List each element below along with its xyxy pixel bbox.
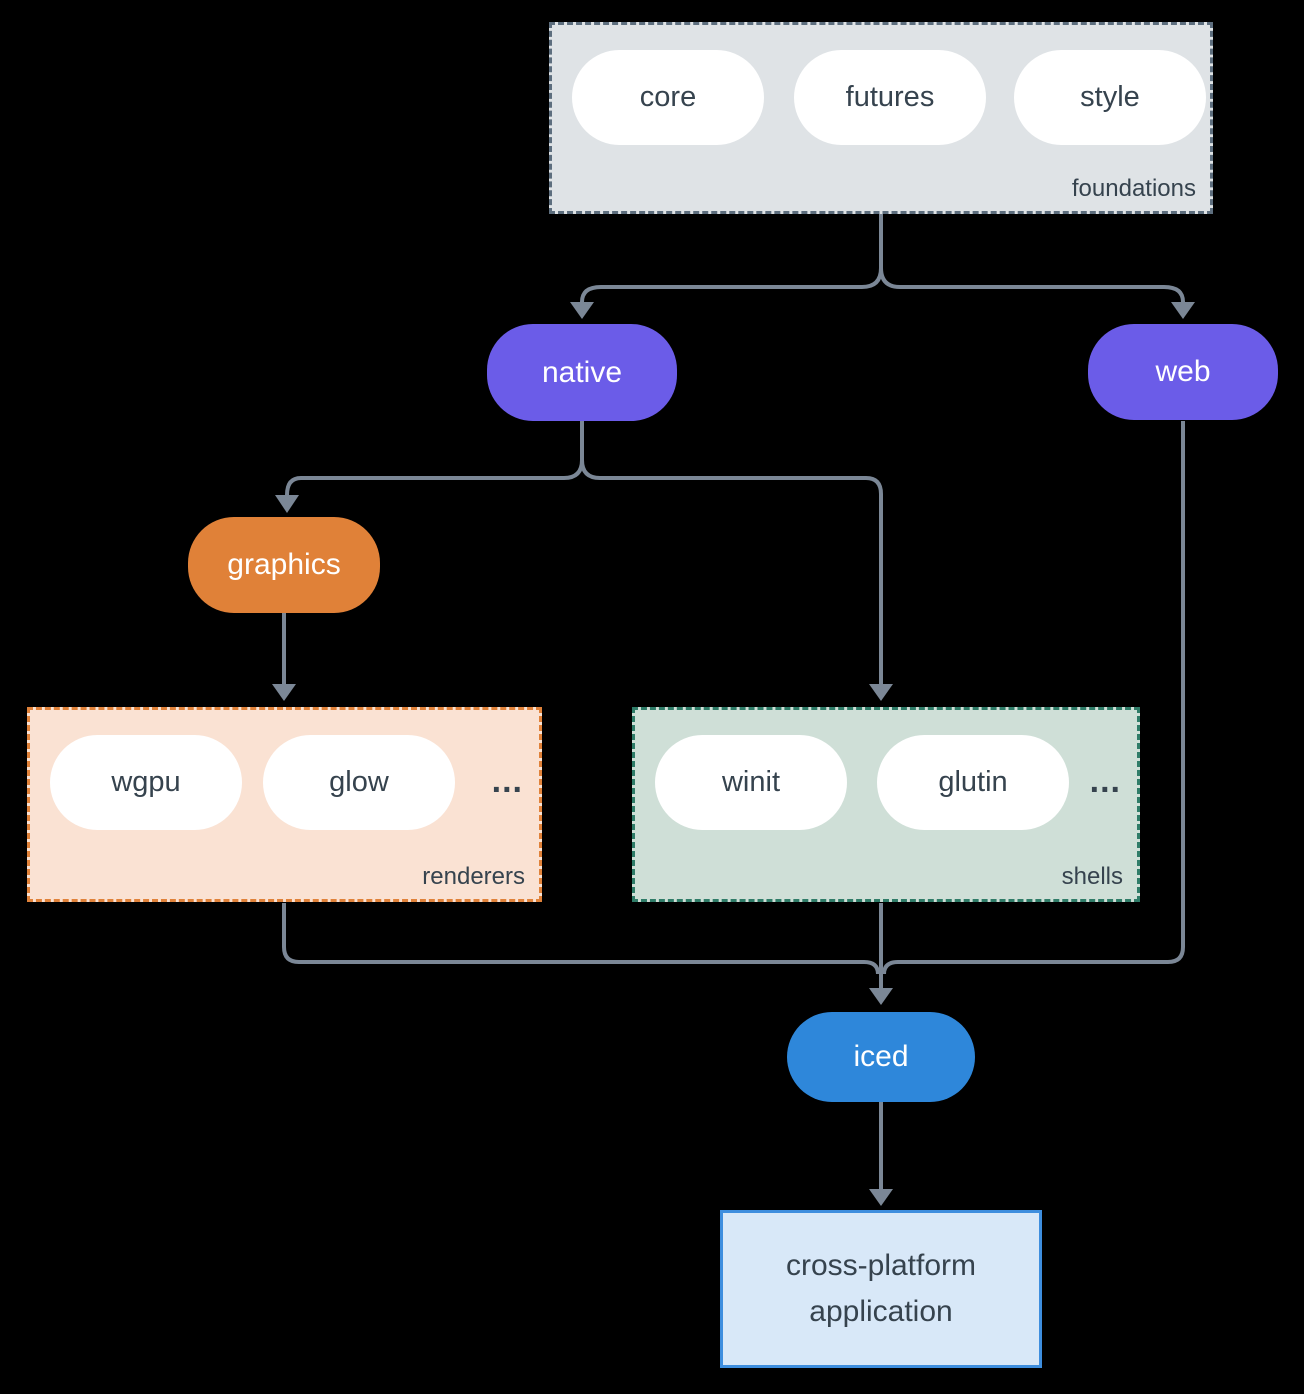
shells-group-label: shells bbox=[1061, 863, 1123, 890]
pill-futures: futures bbox=[794, 50, 986, 145]
pill-winit-label: winit bbox=[721, 766, 780, 798]
node-graphics: graphics bbox=[188, 517, 380, 613]
pill-glutin: glutin bbox=[877, 735, 1069, 830]
pill-wgpu: wgpu bbox=[50, 735, 242, 830]
shells-ellipsis: ... bbox=[1089, 762, 1121, 800]
pill-wgpu-label: wgpu bbox=[111, 766, 181, 798]
node-web-label: web bbox=[1155, 355, 1211, 388]
connector-native-shells bbox=[580, 459, 883, 684]
pill-winit: winit bbox=[655, 735, 847, 830]
arrowhead-native bbox=[570, 302, 594, 319]
shells-group: winit glutin ... shells bbox=[632, 707, 1140, 902]
arrowhead-application bbox=[869, 1189, 893, 1206]
renderers-group: wgpu glow ... renderers bbox=[27, 707, 542, 902]
arrowhead-graphics bbox=[275, 495, 299, 513]
renderers-group-label: renderers bbox=[422, 863, 525, 890]
foundations-group: core futures style foundations bbox=[549, 22, 1213, 214]
node-iced: iced bbox=[787, 1012, 975, 1102]
connector-native-graphics bbox=[285, 421, 584, 496]
application-label: cross-platform application bbox=[785, 1248, 977, 1329]
pill-glow-label: glow bbox=[329, 766, 389, 798]
pill-core-label: core bbox=[639, 81, 697, 113]
pill-futures-label: futures bbox=[845, 81, 935, 113]
arrowhead-shells bbox=[869, 684, 893, 701]
pill-core: core bbox=[572, 50, 764, 145]
pill-glutin-label: glutin bbox=[938, 766, 1008, 798]
connector-foundations-web bbox=[879, 267, 1185, 303]
pill-glow: glow bbox=[263, 735, 455, 830]
node-web: web bbox=[1088, 324, 1278, 420]
arrowhead-renderers bbox=[272, 684, 296, 701]
connector-renderers-merge bbox=[282, 903, 880, 975]
node-graphics-label: graphics bbox=[227, 548, 341, 581]
connector-web-merge bbox=[882, 421, 1185, 975]
pill-style: style bbox=[1014, 50, 1206, 145]
application-box: cross-platform application bbox=[720, 1210, 1042, 1368]
node-iced-label: iced bbox=[853, 1040, 909, 1073]
node-native-label: native bbox=[541, 355, 623, 389]
renderers-ellipsis: ... bbox=[491, 762, 523, 800]
arrowhead-web bbox=[1171, 302, 1195, 319]
foundations-group-label: foundations bbox=[1071, 175, 1196, 202]
arrowhead-iced bbox=[869, 988, 893, 1005]
pill-style-label: style bbox=[1080, 81, 1140, 113]
connector-foundations-native bbox=[580, 214, 883, 303]
node-native: native bbox=[487, 324, 677, 421]
